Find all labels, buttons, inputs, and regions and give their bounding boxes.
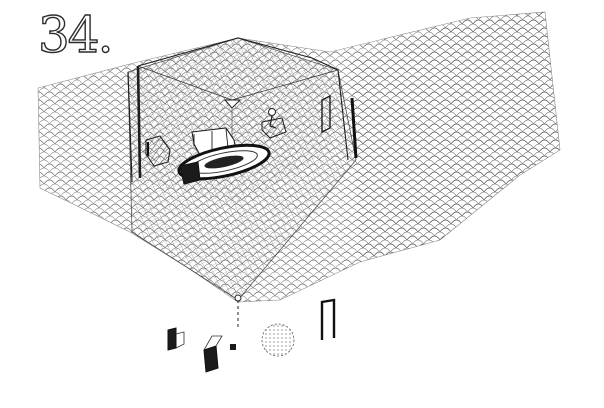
- door-frame: [320, 298, 336, 340]
- coffee-table: [179, 161, 201, 185]
- dotted-circle-rug: [261, 323, 295, 357]
- plinth-piece-center: [230, 344, 236, 350]
- plinth-piece-left: [167, 327, 177, 351]
- armchair: [145, 135, 171, 167]
- room-enclosure: [127, 37, 358, 330]
- plate-number: 34.: [37, 6, 114, 64]
- plinth-piece-middle-top: [203, 335, 223, 351]
- doorway: [321, 94, 331, 134]
- plinth-piece-middle: [203, 345, 219, 373]
- side-chair-with-figure: [261, 108, 287, 139]
- plinth-piece-left-outline: [175, 331, 185, 349]
- exploded-parts: [167, 298, 336, 373]
